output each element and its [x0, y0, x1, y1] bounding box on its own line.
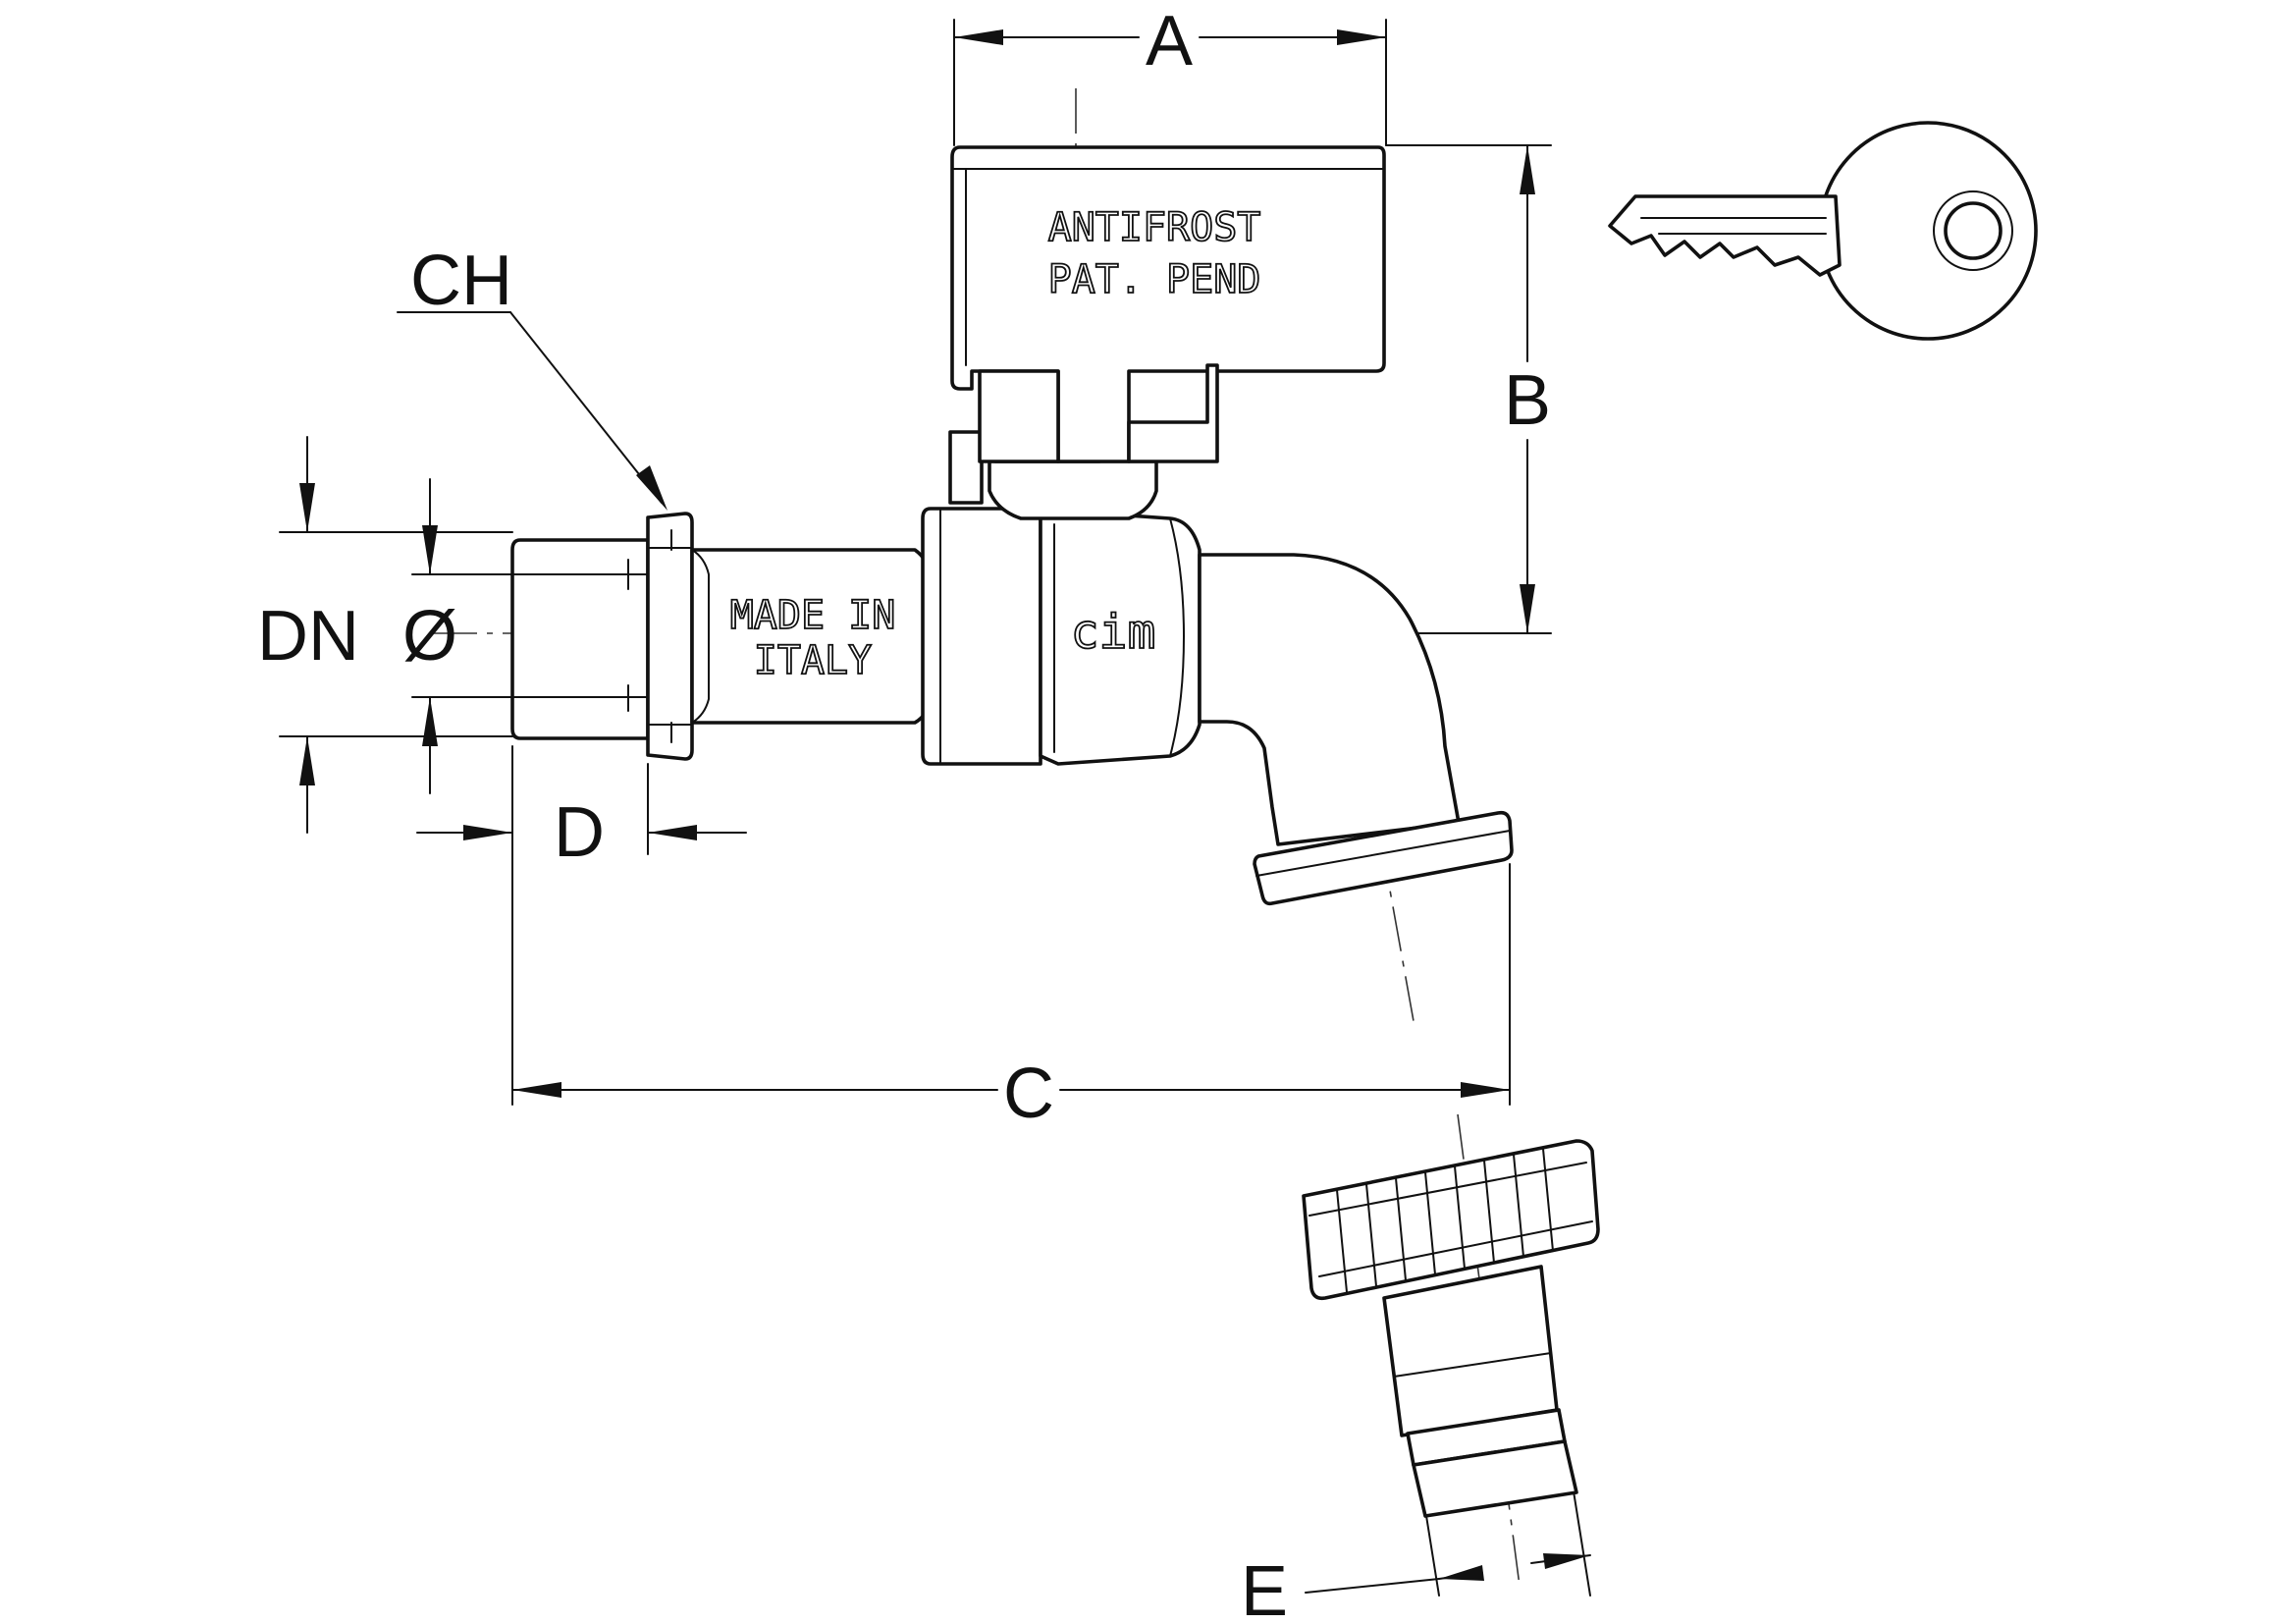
dimension-dn — [299, 436, 315, 834]
marking-italy: ITALY — [754, 638, 872, 683]
label-d: D — [554, 793, 605, 872]
label-diameter: Ø — [402, 597, 457, 676]
handle-text-patpend: PAT. PEND — [1048, 257, 1261, 302]
valve-assembly: ANTIFROST PAT. PEND MADE IN ITALY cim — [510, 145, 1514, 906]
key-icon — [1608, 121, 2038, 341]
label-b: B — [1504, 361, 1551, 440]
dimension-a — [953, 29, 1387, 45]
hex-nut — [646, 512, 694, 761]
label-ch: CH — [410, 242, 512, 320]
label-e: E — [1241, 1552, 1288, 1624]
label-a: A — [1146, 2, 1193, 81]
knurled-grip — [1336, 1148, 1554, 1293]
dimension-e — [1305, 1553, 1591, 1594]
antifrost-handle: ANTIFROST PAT. PEND — [950, 145, 1386, 463]
hose-adapter — [1302, 1139, 1600, 1518]
dimension-diameter — [422, 478, 438, 794]
brand-logo-cim: cim — [1071, 605, 1156, 660]
curved-spout — [1198, 553, 1514, 906]
marking-made-in: MADE IN — [730, 593, 896, 638]
dimension-labels: A B C D E CH DN Ø — [257, 2, 1551, 1624]
handle-text-antifrost: ANTIFROST — [1048, 205, 1261, 250]
label-dn: DN — [257, 597, 359, 676]
dimension-c — [511, 1082, 1511, 1098]
leader-ch — [397, 311, 667, 511]
label-c: C — [1003, 1055, 1054, 1133]
dimension-d — [416, 825, 747, 840]
valve-body — [921, 507, 1201, 766]
threaded-inlet — [510, 538, 659, 740]
dimension-b — [1520, 144, 1535, 634]
